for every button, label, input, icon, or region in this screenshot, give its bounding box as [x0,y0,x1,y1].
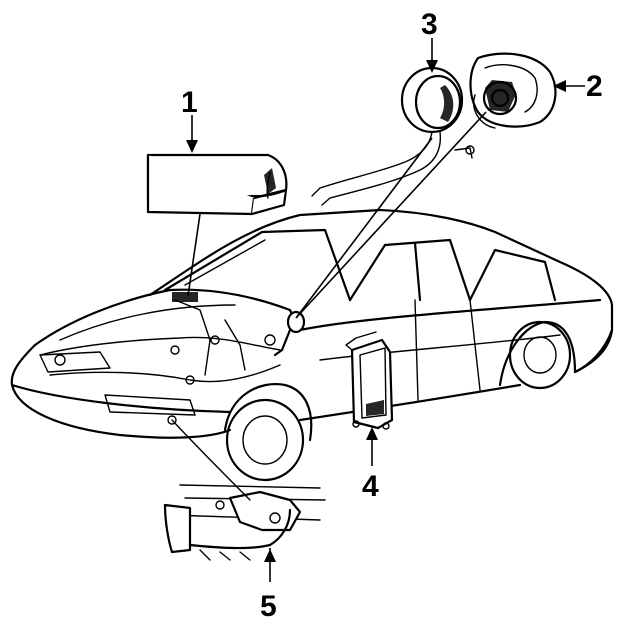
arrow-2-icon [553,80,585,92]
callout-5: 5 [260,590,277,623]
callout-1: 1 [181,86,198,119]
callout-2: 2 [586,70,603,103]
driver-airbag-module [295,52,557,319]
arrow-4-icon [366,427,378,440]
callout-4: 4 [362,470,379,503]
passenger-airbag-module [146,153,288,297]
callout-3: 3 [421,8,438,41]
clockspring-coil [295,66,475,319]
arrow-3-icon [426,38,438,73]
arrow-5-icon [264,549,276,562]
impact-sensor [163,415,326,582]
diagnostic-module [345,331,394,466]
arrow-1-icon [186,115,198,153]
sedan-car-outline [10,208,614,482]
